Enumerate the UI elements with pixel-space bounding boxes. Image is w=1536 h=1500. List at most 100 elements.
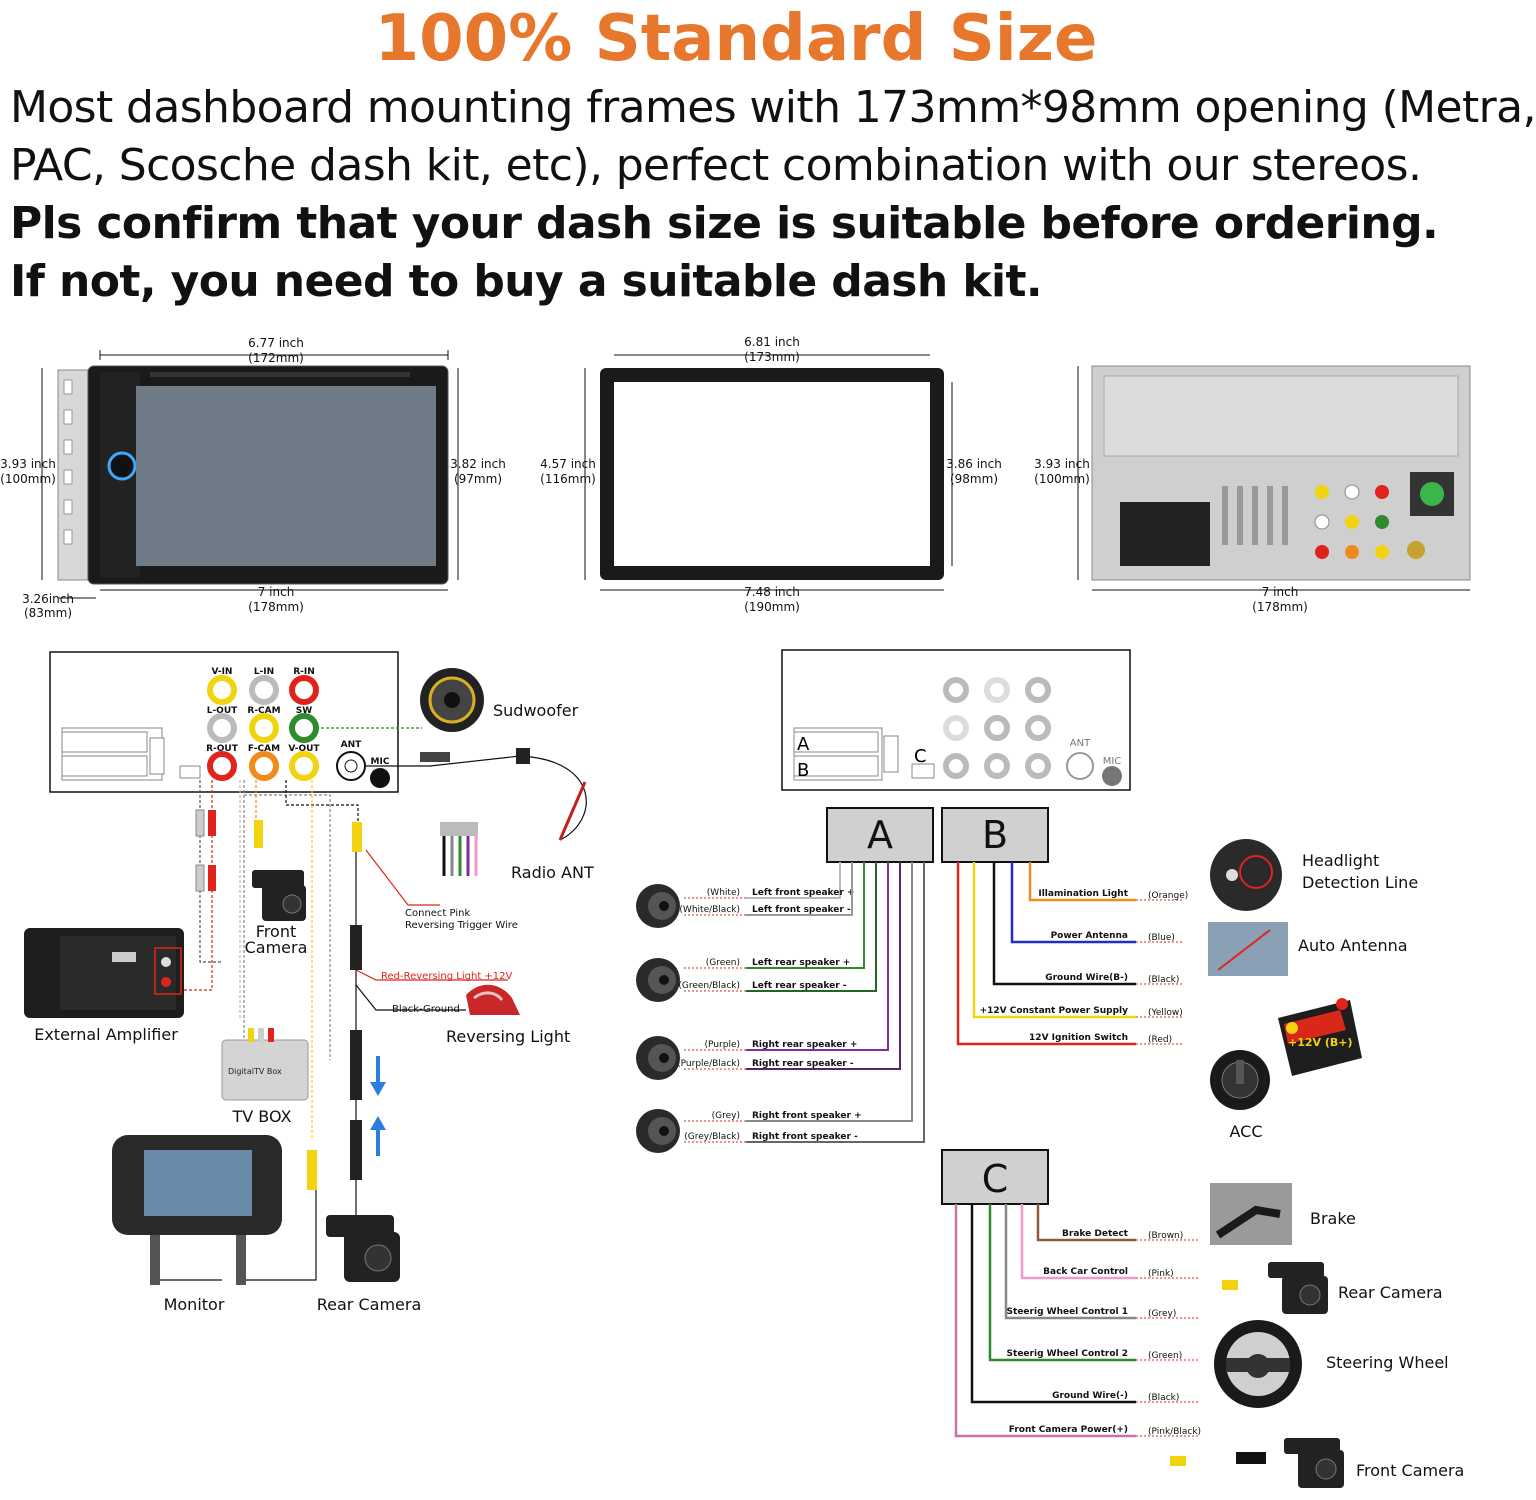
external-amplifier-label: External Amplifier <box>34 1025 178 1044</box>
connector-b-label: B <box>797 760 809 781</box>
port-r-out: R-OUT <box>206 744 239 754</box>
front-camera-c-label: Front Camera <box>1356 1461 1464 1480</box>
block-a-wire-color: (Purple/Black) <box>677 1059 740 1069</box>
frame-left-dim: 4.57 inch <box>540 457 596 471</box>
block-c-wire-color: (Brown) <box>1148 1231 1183 1241</box>
block-c-wire-label: Ground Wire(-) <box>1052 1391 1128 1401</box>
port-l-out: L-OUT <box>207 706 238 716</box>
port-l-in: L-IN <box>254 667 274 677</box>
block-b-wire-label: 12V Ignition Switch <box>1029 1033 1128 1043</box>
block-b-wire-color: (Red) <box>1148 1035 1172 1045</box>
subwoofer-label: Sudwoofer <box>493 701 579 720</box>
block-a-wire-color: (White/Black) <box>679 905 740 915</box>
description-line-1: Most dashboard mounting frames with 173m… <box>10 82 1536 133</box>
block-a-wire-label: Left front speaker - <box>752 905 851 915</box>
wire-harness-icon <box>440 822 478 876</box>
battery-label: +12V (B+) <box>1288 1036 1353 1049</box>
auto-antenna-label: Auto Antenna <box>1298 936 1408 955</box>
battery-icon: +12V (B+) <box>1278 998 1362 1076</box>
port-mic: MIC <box>371 757 390 767</box>
headlight-icon <box>1210 839 1282 911</box>
block-a-wire <box>746 862 865 969</box>
block-b-wire <box>992 862 1136 986</box>
block-a-wire-color: (Green) <box>706 958 740 968</box>
connect-pink-label-2: Reversing Trigger Wire <box>405 920 518 931</box>
frame-left-mm: (116mm) <box>540 472 596 486</box>
front-camera-c-icon <box>1170 1438 1344 1488</box>
stereo-front-left-dim: 3.93 inch <box>0 457 56 471</box>
frame-top-mm: (173mm) <box>744 350 800 364</box>
av-panel: V-IN L-IN R-IN L-OUT R-CAM SW R-OUT F-CA… <box>49 651 399 793</box>
block-b-label: B <box>982 813 1008 857</box>
monitor-label: Monitor <box>164 1295 225 1314</box>
block-a-label: A <box>867 813 893 857</box>
rca-plugs <box>195 809 362 1190</box>
front-camera-label-1: Front <box>256 922 296 941</box>
reversing-light-icon <box>466 984 520 1015</box>
stereo-depth-mm: (83mm) <box>24 606 72 620</box>
block-c-wire-label: Back Car Control <box>1043 1267 1128 1277</box>
block-a-wire-color: (Grey/Black) <box>684 1132 740 1142</box>
red-reversing-label: Red-Reversing Light +12V <box>381 971 513 982</box>
description-line-2: PAC, Scosche dash kit, etc), perfect com… <box>10 140 1422 191</box>
stereo-back-dimensions: 3.93 inch (100mm) 7 inch (178mm) <box>1034 366 1470 614</box>
block-c-wire-color: (Pink) <box>1148 1269 1174 1279</box>
block-b-wire-label: Ground Wire(B-) <box>1045 973 1128 983</box>
rear-camera-label: Rear Camera <box>317 1295 422 1314</box>
headlight-label-2: Detection Line <box>1302 873 1418 892</box>
rear-camera-icon <box>326 1215 400 1282</box>
block-b-wire <box>1010 862 1136 944</box>
steering-wheel-label: Steering Wheel <box>1326 1353 1449 1372</box>
frame-right-dim: 3.86 inch <box>946 457 1002 471</box>
rear-camera-c-icon <box>1222 1262 1328 1314</box>
block-b-wire-color: (Black) <box>1148 975 1179 985</box>
block-a-wire-label: Left front speaker + <box>752 888 855 898</box>
block-c: C <box>941 1149 1049 1205</box>
block-b-wire-label: Illamination Light <box>1038 889 1128 899</box>
block-a-wire-label: Right front speaker - <box>752 1132 858 1142</box>
block-c-wire-label: Brake Detect <box>1062 1229 1129 1239</box>
block-a-wire-label: Left rear speaker - <box>752 981 847 991</box>
block-a-wire-color: (Green/Black) <box>678 981 740 991</box>
block-a-wire <box>746 862 913 1122</box>
block-a: A <box>826 807 934 863</box>
port-r-cam: R-CAM <box>247 706 280 716</box>
block-a-wire <box>746 862 877 992</box>
port-f-cam: F-CAM <box>248 744 280 754</box>
block-b-wire-color: (Yellow) <box>1148 1008 1183 1018</box>
block-c-wire <box>988 1204 1136 1362</box>
stereo-front-bottom-dim: 7 inch <box>258 585 295 599</box>
stereo-depth-dim: 3.26inch <box>22 592 74 606</box>
block-a-wires: Left front speaker +(White)Left front sp… <box>636 862 925 1153</box>
connect-pink-label-1: Connect Pink <box>405 908 470 919</box>
block-a-wire-label: Right rear speaker - <box>752 1059 854 1069</box>
acc-label: ACC <box>1229 1122 1262 1141</box>
header: 100% Standard Size Most dashboard mounti… <box>0 0 1536 320</box>
block-c-wire-color: (Green) <box>1148 1351 1182 1361</box>
stereo-back-bottom-dim: 7 inch <box>1262 585 1299 599</box>
block-a-wire-label: Left rear speaker + <box>752 958 850 968</box>
brake-label: Brake <box>1310 1209 1356 1228</box>
speaker-icon <box>636 884 680 928</box>
block-c-wire-label: Steerig Wheel Control 1 <box>1007 1307 1128 1317</box>
connector-c-label: C <box>914 746 927 767</box>
block-c-wire <box>1020 1204 1136 1280</box>
block-a-wire-color: (Purple) <box>705 1040 740 1050</box>
tv-box-label: TV BOX <box>231 1107 291 1126</box>
rear-camera-c-label: Rear Camera <box>1338 1283 1443 1302</box>
auto-antenna-icon <box>1208 922 1288 976</box>
frame-bottom-dim: 7.48 inch <box>744 585 800 599</box>
block-a-wire <box>746 862 925 1143</box>
block-c-wire <box>954 1204 1136 1438</box>
block-c-wires: Brake Detect (Brown) Back Car Control (Pink… <box>954 1204 1201 1438</box>
block-c-wire <box>1036 1204 1136 1242</box>
front-camera-label-2: Camera <box>245 938 308 957</box>
steering-wheel-icon <box>1214 1320 1302 1408</box>
monitor-icon <box>112 1135 282 1285</box>
ant-port-label: ANT <box>1070 738 1091 749</box>
block-c-wire-label: Steerig Wheel Control 2 <box>1007 1349 1128 1359</box>
tv-box-icon: DigitalTV Box <box>221 1028 309 1101</box>
block-c-wire-color: (Pink/Black) <box>1148 1427 1201 1437</box>
block-b-wire <box>972 862 1136 1019</box>
stereo-front-top-dim: 6.77 inch <box>248 336 304 350</box>
